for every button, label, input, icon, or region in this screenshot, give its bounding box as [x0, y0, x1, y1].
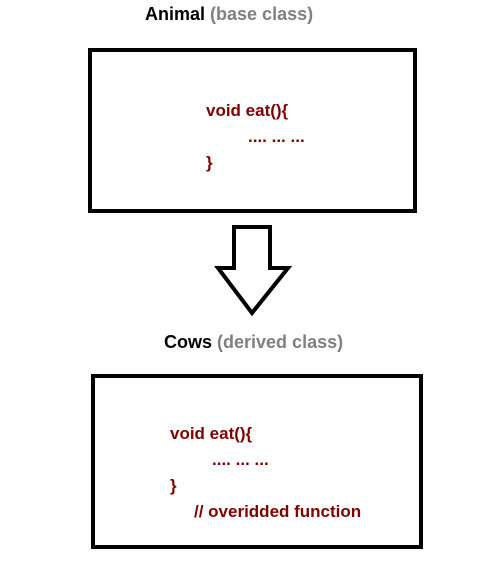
derived-method-signature: void eat(){	[170, 424, 253, 443]
base-class-heading: Animal (base class)	[145, 4, 313, 25]
base-class-label: (base class)	[210, 4, 314, 24]
base-class-name: Animal	[145, 4, 206, 24]
override-comment: // overidded function	[194, 502, 362, 521]
base-class-code: void eat(){ .... ... ... }	[206, 98, 305, 176]
base-method-close: }	[206, 153, 213, 172]
base-method-signature: void eat(){	[206, 101, 289, 120]
derived-class-label: (derived class)	[217, 332, 344, 352]
base-method-body: .... ... ...	[248, 127, 305, 146]
derived-class-heading: Cows (derived class)	[164, 332, 343, 353]
derived-method-close: }	[170, 476, 177, 495]
down-arrow-icon	[214, 225, 292, 317]
derived-method-body: .... ... ...	[212, 450, 269, 469]
derived-class-name: Cows	[164, 332, 213, 352]
derived-class-box	[91, 374, 423, 549]
derived-class-code: void eat(){ .... ... ... } // overidded …	[170, 421, 361, 525]
base-class-box	[88, 48, 417, 213]
